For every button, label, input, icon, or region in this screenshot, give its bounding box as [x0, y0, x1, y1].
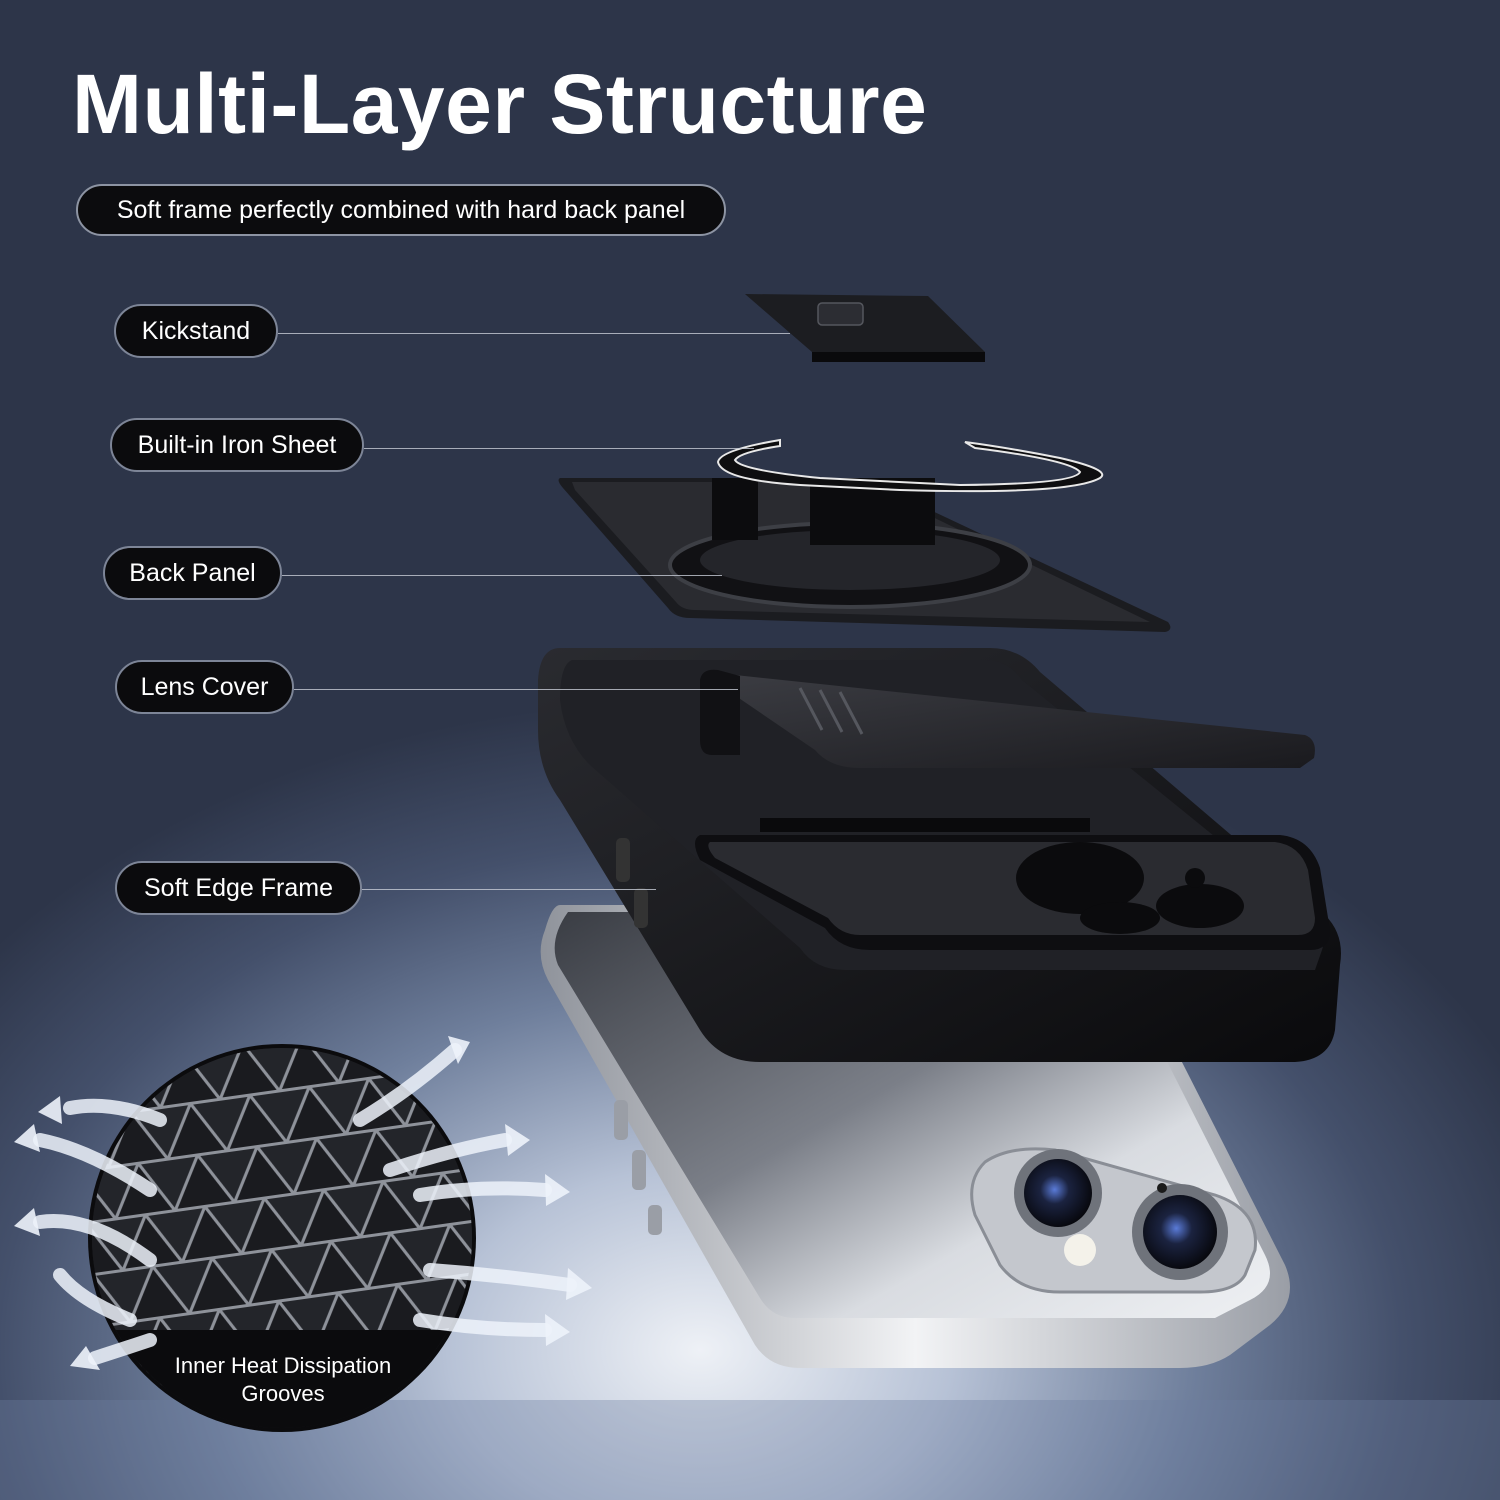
iron-sheet-leader-line [364, 448, 754, 449]
kickstand-leader-line [278, 333, 790, 334]
back-panel-illustration [558, 478, 1171, 632]
iron-sheet-illustration [716, 438, 1103, 493]
heat-grooves-closeup [14, 1036, 592, 1432]
page-title: Multi-Layer Structure [72, 57, 928, 151]
soft-edge-frame-leader-line [362, 889, 656, 890]
subtitle-badge: Soft frame perfectly combined with hard … [76, 184, 726, 236]
heat-caption-line2: Grooves [241, 1381, 325, 1406]
lens-cover-label: Lens Cover [115, 660, 294, 714]
heat-caption-line1: Inner Heat Dissipation [174, 1353, 392, 1378]
kickstand-label: Kickstand [114, 304, 278, 358]
iron-sheet-label: Built-in Iron Sheet [110, 418, 364, 472]
heat-dissipation-caption: Inner Heat Dissipation Grooves [128, 1352, 438, 1408]
back-panel-leader-line [282, 575, 722, 576]
lens-cover-illustration [700, 669, 1315, 768]
soft-edge-frame-label: Soft Edge Frame [115, 861, 362, 915]
back-panel-label: Back Panel [103, 546, 282, 600]
kickstand-illustration [745, 294, 985, 362]
lens-cover-leader-line [294, 689, 738, 690]
